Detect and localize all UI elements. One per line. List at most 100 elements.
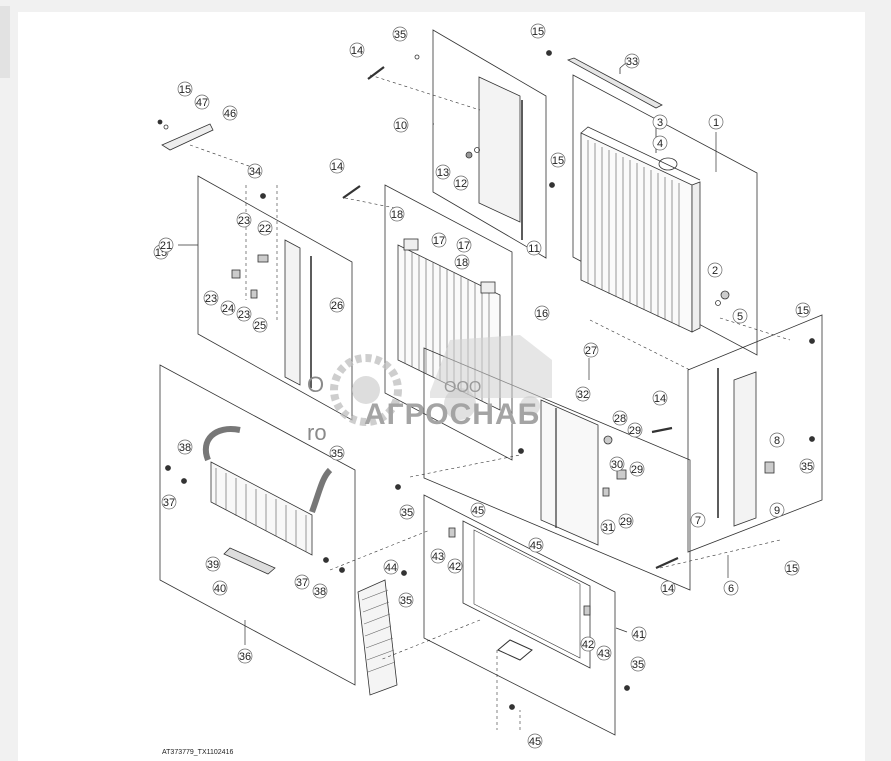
- callout-marker: [312, 583, 328, 599]
- callout-number: 23: [205, 293, 217, 305]
- callout-45: 45: [470, 502, 486, 518]
- callout-marker: [624, 53, 640, 69]
- right-bracket-panel: [423, 347, 691, 591]
- callout-18: 18: [389, 206, 405, 222]
- callout-14: 14: [349, 42, 365, 58]
- callout-marker: [236, 306, 252, 322]
- callout-8: 8: [769, 432, 785, 448]
- callout-26: 26: [329, 297, 345, 313]
- callout-marker: [527, 733, 543, 749]
- callout-number: 18: [391, 209, 403, 221]
- callout-number: 7: [695, 515, 701, 527]
- callout-number: 12: [455, 178, 467, 190]
- callout-number: 47: [196, 97, 208, 109]
- callout-30: 30: [609, 456, 625, 472]
- callout-marker: [430, 548, 446, 564]
- callout-35: 35: [329, 445, 345, 461]
- callout-number: 29: [631, 464, 643, 476]
- callout-marker: [530, 23, 546, 39]
- callout-marker: [453, 175, 469, 191]
- callout-number: 35: [801, 461, 813, 473]
- combine-harvester-logo-icon: [430, 335, 552, 398]
- callout-number: 17: [458, 240, 470, 252]
- callout-number: 28: [614, 413, 626, 425]
- callout-1: 1: [708, 114, 724, 130]
- left-side-bracket: [284, 239, 301, 386]
- callout-number: 26: [331, 300, 343, 312]
- callout-15: 15: [530, 23, 546, 39]
- callout-number: 18: [456, 257, 468, 269]
- callout-15: 15: [784, 560, 800, 576]
- callout-number: 45: [472, 505, 484, 517]
- callout-marker: [652, 114, 668, 130]
- callout-marker: [236, 212, 252, 228]
- callout-number: 1: [713, 117, 719, 129]
- mid-bracket-32: [540, 399, 599, 546]
- callout-marker: [220, 300, 236, 316]
- callout-marker: [575, 386, 591, 402]
- callout-number: 35: [632, 659, 644, 671]
- callout-number: 39: [207, 559, 219, 571]
- callout-17: 17: [456, 237, 472, 253]
- callout-marker: [161, 494, 177, 510]
- shroud-frame: [462, 520, 591, 669]
- callout-21: 21: [158, 237, 174, 253]
- callout-number: 43: [598, 648, 610, 660]
- shroud-panel: [384, 184, 513, 461]
- callout-marker: [383, 559, 399, 575]
- callout-4: 4: [652, 135, 668, 151]
- callout-15: 15: [795, 302, 811, 318]
- radiator-panel-outline: [572, 74, 758, 356]
- watermark: ООО АГРОСНАБ O ro: [307, 335, 552, 445]
- callout-number: 15: [797, 305, 809, 317]
- callout-25: 25: [252, 317, 268, 333]
- callout-number: 17: [433, 235, 445, 247]
- callout-marker: [447, 558, 463, 574]
- watermark-brand: АГРОСНАБ: [364, 398, 540, 431]
- callout-23: 23: [203, 290, 219, 306]
- side-bracket: [733, 371, 757, 527]
- callout-43: 43: [596, 645, 612, 661]
- callout-marker: [294, 574, 310, 590]
- callout-16: 16: [534, 305, 550, 321]
- callout-29: 29: [618, 513, 634, 529]
- callout-number: 27: [585, 345, 597, 357]
- callout-number: 46: [224, 108, 236, 120]
- callout-29: 29: [627, 422, 643, 438]
- callout-marker: [389, 206, 405, 222]
- callout-number: 22: [259, 223, 271, 235]
- callout-marker: [194, 94, 210, 110]
- callout-marker: [349, 42, 365, 58]
- callout-marker: [252, 317, 268, 333]
- callout-marker: [177, 81, 193, 97]
- callout-number: 41: [633, 629, 645, 641]
- callout-number: 29: [629, 425, 641, 437]
- callout-14: 14: [652, 390, 668, 406]
- callout-number: 37: [163, 497, 175, 509]
- upper-bracket-panel: [432, 29, 547, 259]
- callout-marker: [799, 458, 815, 474]
- callout-35: 35: [799, 458, 815, 474]
- callout-number: 8: [774, 435, 780, 447]
- figure-caption: AT373779_TX1102416: [162, 749, 233, 756]
- callout-15: 15: [177, 81, 193, 97]
- callout-3: 3: [652, 114, 668, 130]
- gear-logo-icon: [330, 354, 402, 426]
- radiator-filler-neck: [658, 157, 678, 171]
- callout-9: 9: [769, 502, 785, 518]
- callout-11: 11: [526, 240, 542, 256]
- callout-number: 38: [179, 442, 191, 454]
- callout-17: 17: [431, 232, 447, 248]
- callout-marker: [237, 648, 253, 664]
- callout-number: 43: [432, 551, 444, 563]
- callout-28: 28: [612, 410, 628, 426]
- callout-2: 2: [707, 262, 723, 278]
- callout-marker: [431, 232, 447, 248]
- callout-marker: [580, 636, 596, 652]
- callout-marker: [708, 114, 724, 130]
- watermark-prefix: ООО: [444, 379, 481, 396]
- callout-marker: [723, 580, 739, 596]
- callout-14: 14: [329, 158, 345, 174]
- callout-marker: [470, 502, 486, 518]
